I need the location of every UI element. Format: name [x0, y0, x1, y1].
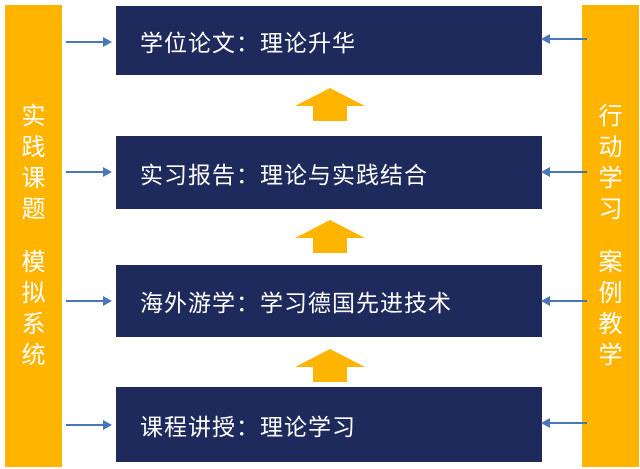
left-arrow-icon: [541, 167, 587, 177]
right-bar-char: 学: [598, 341, 623, 369]
right-bar-char: 行: [598, 102, 623, 130]
left-arrow-icon: [541, 296, 587, 306]
left-bar-char: 题: [21, 195, 46, 223]
stage-box-thesis: 学位论文：理论升华: [116, 6, 542, 75]
left-bar-char: 拟: [21, 279, 46, 307]
right-bar-char: 习: [598, 195, 623, 223]
stage-label: 学位论文：理论升华: [140, 30, 356, 57]
right-side-bar: 行 动 学 习 案 例 教 学: [582, 5, 639, 467]
up-arrow-icon: [295, 88, 365, 121]
left-bar-group-simulation-system: 模 拟 系 统: [22, 247, 46, 371]
right-arrow-icon: [66, 420, 112, 430]
stage-label: 课程讲授：理论学习: [140, 414, 356, 441]
left-bar-char: 模: [21, 248, 46, 276]
stage-label: 海外游学：学习德国先进技术: [140, 291, 452, 317]
right-bar-char: 例: [598, 279, 623, 307]
left-bar-group-practice-topics: 实 践 课 题: [22, 101, 46, 225]
right-arrow-icon: [66, 167, 112, 177]
right-bar-group-action-learning: 行 动 学 习: [599, 101, 623, 225]
right-arrow-icon: [66, 37, 112, 47]
left-bar-char: 实: [21, 102, 46, 130]
left-bar-char: 课: [21, 164, 46, 192]
right-bar-char: 学: [598, 164, 623, 192]
left-arrow-icon: [541, 418, 587, 428]
stage-box-overseas-study: 海外游学：学习德国先进技术: [116, 265, 542, 337]
left-bar-char: 统: [21, 341, 46, 369]
right-bar-char: 动: [598, 133, 623, 161]
stage-box-course-lectures: 课程讲授：理论学习: [116, 387, 542, 462]
right-bar-char: 案: [598, 248, 623, 276]
up-arrow-icon: [295, 349, 365, 382]
left-bar-char: 系: [21, 310, 46, 338]
left-arrow-icon: [541, 34, 587, 44]
stage-label: 实习报告：理论与实践结合: [140, 162, 428, 189]
right-arrow-icon: [66, 296, 112, 306]
left-side-bar: 实 践 课 题 模 拟 系 统: [5, 5, 62, 467]
right-bar-group-case-teaching: 案 例 教 学: [599, 247, 623, 371]
stage-box-internship-report: 实习报告：理论与实践结合: [116, 136, 542, 209]
left-bar-char: 践: [21, 133, 46, 161]
right-bar-char: 教: [598, 310, 623, 338]
up-arrow-icon: [295, 220, 365, 253]
